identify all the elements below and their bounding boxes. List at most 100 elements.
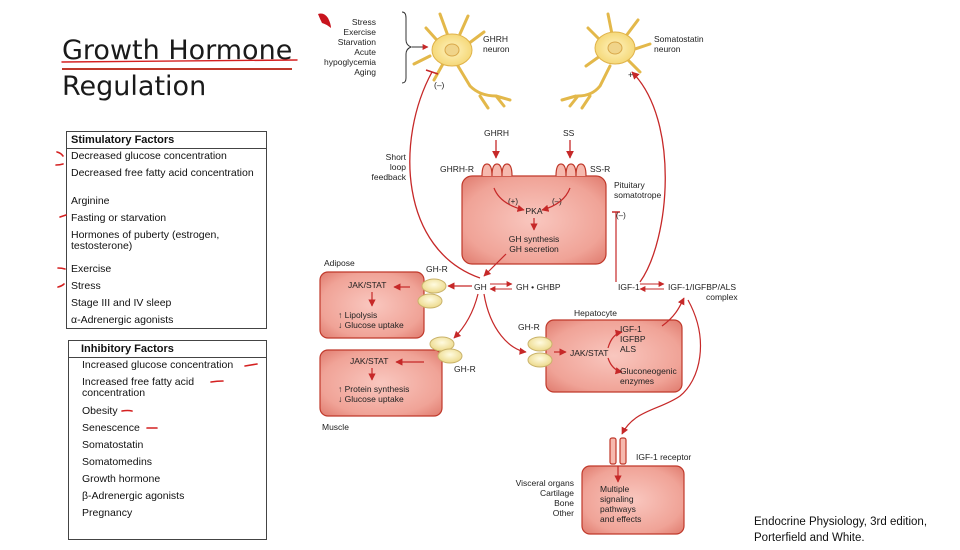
annotation-tick bbox=[57, 283, 65, 288]
igf-complex-label: IGF-1/IGFBP/ALS bbox=[668, 282, 736, 292]
list-item: Somatomedins bbox=[82, 456, 153, 468]
muscle-effect: ↑ Protein synthesis bbox=[338, 384, 409, 394]
hepatocyte-product: ALS bbox=[620, 344, 636, 354]
short-loop-label: loop bbox=[390, 162, 406, 172]
pituitary-inhibition-sign: (–) bbox=[616, 211, 626, 220]
list-item: Arginine bbox=[71, 195, 110, 207]
list-item: Stage III and IV sleep bbox=[71, 297, 172, 309]
muscle-effect: ↓ Glucose uptake bbox=[338, 394, 404, 404]
ss-receptor bbox=[555, 163, 587, 177]
ghrh-neuron bbox=[412, 12, 512, 110]
annotation-tick bbox=[55, 163, 64, 166]
ss-neuron-label: neuron bbox=[654, 44, 681, 54]
igf-complex-label: complex bbox=[706, 292, 738, 302]
hepatocyte-cell bbox=[545, 319, 683, 393]
list-item: concentration bbox=[82, 387, 146, 399]
gh-receptor-shape bbox=[437, 348, 463, 364]
stimulatory-header: Stimulatory Factors bbox=[67, 132, 266, 149]
ss-stimulation-sign: + bbox=[628, 70, 633, 80]
annotation-tick bbox=[56, 151, 64, 157]
ss-label: SS bbox=[563, 128, 575, 138]
ghrh-to-pka-arrow bbox=[493, 187, 525, 212]
visceral-label: Other bbox=[553, 508, 574, 518]
inhibitory-factors-table: Inhibitory Factors Increased glucose con… bbox=[68, 340, 267, 540]
list-item: Decreased free fatty acid concentration bbox=[71, 167, 254, 179]
gh-ghbp-label: GH • GHBP bbox=[516, 282, 561, 292]
pituitary-label: somatotrope bbox=[614, 190, 662, 200]
pka-minus-sign: (–) bbox=[552, 197, 562, 206]
citation-line-1: Endocrine Physiology, 3rd edition, bbox=[754, 516, 928, 528]
somatostatin-neuron bbox=[560, 12, 652, 110]
list-item: Fasting or starvation bbox=[71, 212, 167, 224]
annotation-dash bbox=[121, 409, 133, 412]
gh-secretion-label: GH secretion bbox=[509, 244, 559, 254]
list-item: Growth hormone bbox=[82, 473, 161, 485]
multiple-effects: signaling bbox=[600, 494, 634, 504]
muscle-label: Muscle bbox=[322, 422, 349, 432]
stimulus-label: Acute bbox=[354, 47, 376, 57]
list-item: Hormones of puberty (estrogen, bbox=[71, 229, 220, 241]
visceral-label: Cartilage bbox=[540, 488, 574, 498]
multiple-effects: and effects bbox=[600, 514, 641, 524]
list-item: Somatostatin bbox=[82, 439, 144, 451]
citation: Endocrine Physiology, 3rd edition, Porte… bbox=[754, 514, 927, 546]
short-loop-feedback-arrow bbox=[409, 71, 481, 279]
list-item: β-Adrenergic agonists bbox=[82, 490, 185, 502]
visceral-label: Visceral organs bbox=[516, 478, 574, 488]
pka-label: PKA bbox=[525, 206, 542, 216]
stimulus-label: Exercise bbox=[343, 27, 376, 37]
short-loop-label: Short bbox=[386, 152, 407, 162]
title-line-2: Regulation bbox=[62, 71, 207, 102]
list-item: Exercise bbox=[71, 263, 112, 275]
multiple-effects: Multiple bbox=[600, 484, 630, 494]
ghrh-receptor bbox=[481, 163, 513, 177]
igf1-receptor-shape bbox=[609, 437, 627, 465]
list-item: Obesity bbox=[82, 405, 118, 417]
stimulus-label: hypoglycemia bbox=[324, 57, 376, 67]
igf1-label: IGF-1 bbox=[618, 282, 640, 292]
stimulus-label: Starvation bbox=[338, 37, 377, 47]
feedback-bar bbox=[425, 69, 439, 75]
stimuli-brace bbox=[401, 11, 413, 84]
adipose-label: Adipose bbox=[324, 258, 355, 268]
citation-line-2: Porterfield and White. bbox=[754, 532, 865, 544]
hepatocyte-label: Hepatocyte bbox=[574, 308, 617, 318]
target-tissue-cell bbox=[581, 465, 685, 535]
hepatocyte-to-igf-arrow bbox=[661, 297, 685, 327]
gh-synthesis-label: GH synthesis bbox=[509, 234, 560, 244]
list-item: Decreased glucose concentration bbox=[71, 150, 227, 162]
visceral-label: Bone bbox=[554, 498, 574, 508]
annotation-tick bbox=[59, 214, 67, 218]
stimulatory-factors-table: Stimulatory Factors Decreased glucose co… bbox=[66, 131, 267, 329]
list-item: Pregnancy bbox=[82, 507, 133, 519]
gh-to-hepatocyte-arrow bbox=[483, 293, 527, 355]
ghrh-neuron-label: GHRH bbox=[483, 34, 508, 44]
gh-to-muscle-arrow bbox=[453, 293, 479, 339]
list-item: Increased free fatty acid bbox=[82, 376, 195, 388]
annotation-dash bbox=[210, 380, 224, 383]
annotation-dash bbox=[244, 363, 258, 367]
ss-r-label: SS-R bbox=[590, 164, 610, 174]
hepatocyte-product: IGF-1 bbox=[620, 324, 642, 334]
muscle-gh-r-label: GH-R bbox=[454, 364, 476, 374]
adipose-jak-stat: JAK/STAT bbox=[348, 280, 386, 290]
pka-plus-sign: (+) bbox=[508, 197, 518, 206]
hepatocyte-jak-stat: JAK/STAT bbox=[570, 348, 608, 358]
list-item: α-Adrenergic agonists bbox=[71, 314, 174, 326]
igf1-receptor-label: IGF-1 receptor bbox=[636, 452, 691, 462]
ss-to-pka-arrow bbox=[541, 187, 571, 212]
igf1-to-ss-arrow bbox=[631, 71, 666, 283]
stimulus-label: Aging bbox=[354, 67, 376, 77]
hepatocyte-enzyme-arrow bbox=[607, 357, 623, 375]
title-underline bbox=[61, 59, 298, 63]
annotation-tick bbox=[57, 267, 66, 270]
gh-receptor-shape bbox=[417, 293, 443, 309]
gh-release-arrow bbox=[483, 253, 507, 277]
list-item: Stress bbox=[71, 280, 101, 292]
hepatocyte-product-arrow bbox=[607, 329, 623, 349]
gluconeogenic-label: enzymes bbox=[620, 376, 654, 386]
short-loop-label: feedback bbox=[372, 172, 407, 182]
pituitary-label: Pituitary bbox=[614, 180, 645, 190]
